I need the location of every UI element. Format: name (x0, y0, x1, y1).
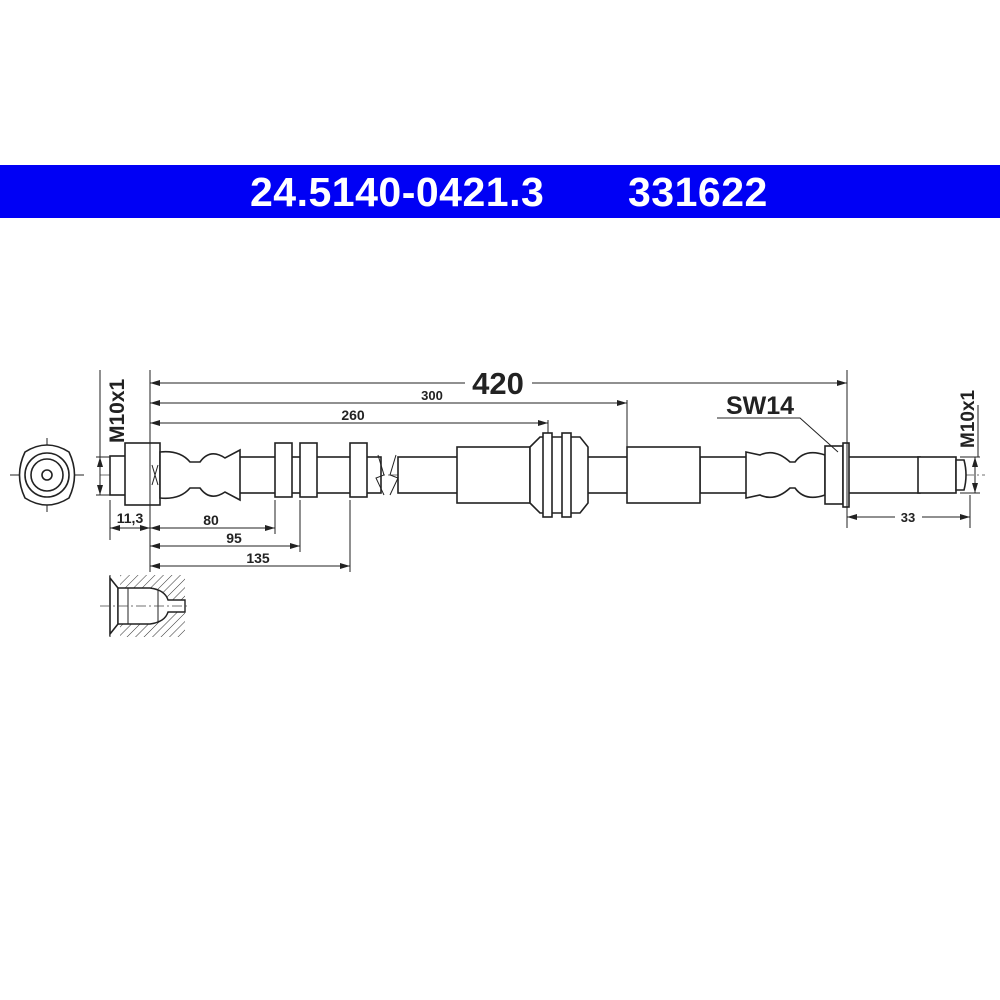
reference-number: 331622 (628, 169, 768, 215)
dim-95: 95 (226, 530, 242, 546)
left-fitting (109, 442, 368, 506)
dim-11-3: 11,3 (117, 510, 144, 526)
dim-260: 260 (341, 407, 365, 423)
right-fitting (745, 442, 967, 508)
wrench-size-label: SW14 (726, 392, 794, 420)
section-view (100, 575, 190, 637)
dim-total-length: 420 (472, 366, 524, 401)
thread-right-label: M10x1 (958, 389, 979, 448)
title-band: 24.5140-0421.3 331622 (0, 165, 1000, 218)
dimension-lines (97, 380, 978, 569)
thread-left-label: M10x1 (106, 378, 129, 443)
dim-300: 300 (421, 388, 443, 403)
part-number: 24.5140-0421.3 (250, 169, 545, 215)
dim-135: 135 (246, 550, 270, 566)
dim-33: 33 (901, 510, 915, 525)
extension-lines (96, 370, 980, 572)
middle-sleeve (456, 432, 701, 518)
end-view (10, 438, 84, 512)
dim-80: 80 (203, 512, 219, 528)
